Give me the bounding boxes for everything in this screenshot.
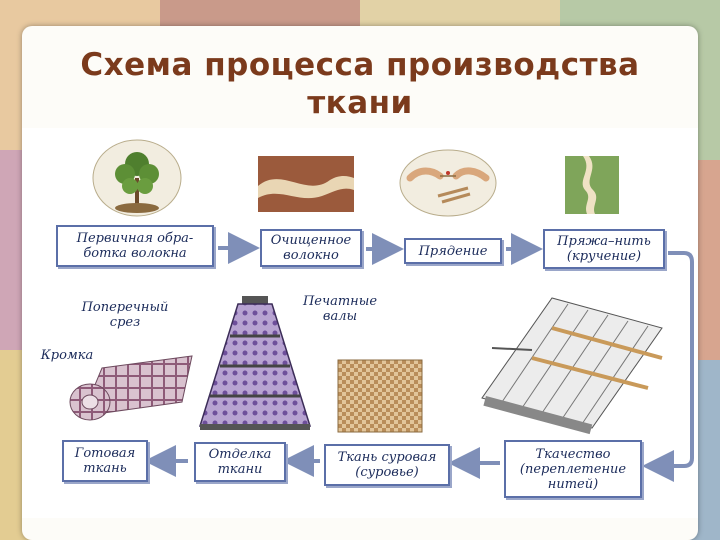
fabric-roll-icon: [69, 355, 193, 421]
cotton-plant-icon: [92, 139, 182, 217]
grey-fabric-icon: [337, 359, 423, 433]
flow-arrows: [144, 232, 694, 482]
patch: [160, 0, 360, 30]
patch: [360, 0, 560, 30]
annotation-selvage: Кромка: [40, 348, 94, 363]
step-primary-processing: Первичная обра-ботка волокна: [56, 225, 214, 267]
step-grey-fabric: Ткань суровая(суровье): [324, 444, 450, 486]
loom-icon: [481, 297, 663, 435]
yarn-icon: [565, 156, 619, 214]
fiber-icon: [258, 156, 354, 212]
step-yarn-twisting: Пряжа–нить(кручение): [543, 229, 665, 269]
printing-machine-icon: [198, 296, 312, 430]
step-spinning: Прядение: [404, 238, 502, 264]
slide-title: Схема процесса производства ткани: [80, 47, 640, 121]
spinning-hands-icon: [399, 149, 497, 217]
